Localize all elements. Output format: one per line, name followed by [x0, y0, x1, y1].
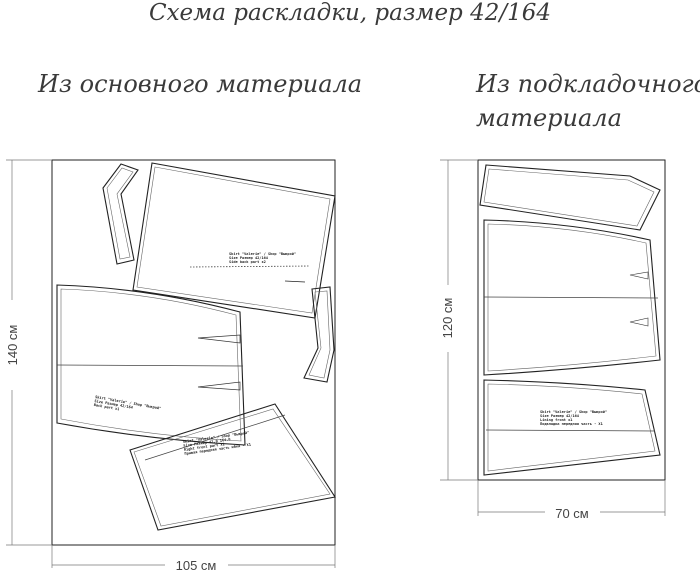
piece-label-line: Skirt "Valerie" / Shop "Выкрой": [540, 410, 607, 414]
pattern-piece-side-back: Skirt "Valerie" / Shop "Выкрой" Size Раз…: [132, 162, 336, 319]
length-label-main: 140 см: [5, 325, 20, 366]
lining-fabric-heading-line1: Из подкладочного: [476, 70, 700, 98]
lining-piece-bottom: Skirt "Valerie" / Shop "Выкрой" Size Раз…: [483, 379, 661, 476]
piece-label-line: Skirt "Valerie" / Shop "Выкрой": [229, 252, 296, 256]
dimension-length-lining: [440, 159, 478, 481]
lining-piece-middle: [483, 219, 661, 376]
length-label-lining: 120 см: [440, 298, 455, 339]
dimension-length-main: [6, 159, 52, 546]
pattern-piece-strip-left: [102, 163, 139, 265]
piece-label-line: Size Размер 42/164: [229, 256, 268, 260]
dimension-width-lining: [477, 480, 666, 516]
piece-label-line: Подкладка передняя часть - X1: [540, 422, 603, 426]
piece-label-line: Size Размер 42/164: [94, 399, 133, 410]
piece-label-line: Size Размер 42/164: [540, 414, 579, 418]
piece-label-line: Side back part x2: [229, 260, 266, 264]
width-label-lining: 70 см: [555, 506, 589, 521]
pattern-piece-right-front: Skirt "Valerie" / Shop "Выкрой" Size Раз…: [129, 403, 336, 531]
main-fabric-sheet: 140 см 105 см Skirt "Valerie" / Shop "Вы…: [5, 159, 336, 573]
dimension-width-main: [51, 545, 336, 568]
pattern-piece-strip-right: [303, 286, 335, 383]
main-fabric-heading: Из основного материала: [38, 70, 363, 98]
lining-fabric-sheet: 120 см 70 см Skirt "Valerie" / Shop "Вык…: [440, 159, 666, 521]
layout-title: Схема раскладки, размер 42/164: [148, 0, 552, 26]
lining-fabric-heading-line2: материала: [476, 104, 622, 132]
piece-label-line: Right front part x1: [184, 442, 225, 452]
piece-label-line: Back part x1: [93, 403, 119, 411]
piece-label-line: Lining front x1: [540, 418, 572, 422]
lining-piece-top: [479, 164, 661, 231]
piece-label-line: Size Размер 42.0 164.0: [183, 437, 231, 448]
pattern-piece-back: Skirt "Valerie" / Shop "Выкрой" Size Раз…: [56, 284, 246, 446]
width-label-main: 105 см: [176, 558, 217, 573]
